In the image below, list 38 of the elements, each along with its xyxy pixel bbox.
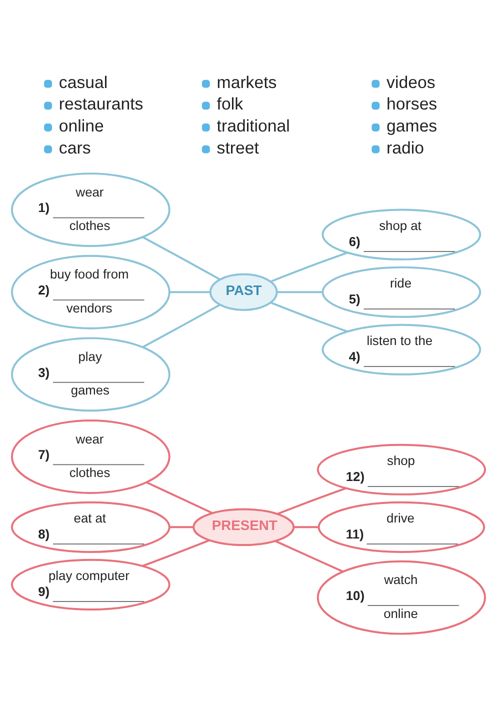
connector — [142, 304, 220, 348]
label: online — [58, 116, 104, 136]
node-ellipse: PRESENT — [192, 508, 295, 546]
connector — [294, 526, 318, 528]
node-ellipse: eat at 8) — [10, 501, 170, 553]
node-ellipse: play 3) games — [10, 337, 170, 412]
label: traditional — [216, 116, 290, 136]
node-ellipse: PAST — [209, 273, 278, 311]
label: cars — [58, 138, 91, 158]
label: horses — [386, 94, 438, 114]
connector — [142, 539, 210, 568]
node-ellipse: drive 11) — [318, 501, 486, 553]
node-ellipse: ride 5) — [322, 266, 482, 318]
connector — [277, 487, 347, 515]
node-ellipse: shop 12) — [316, 444, 486, 496]
label: markets — [216, 72, 277, 92]
node-ellipse: listen to the 4) — [322, 324, 482, 376]
label: radio — [386, 138, 424, 158]
connector — [276, 291, 323, 294]
label: games — [386, 116, 438, 136]
label: folk — [216, 94, 244, 114]
connector — [142, 236, 220, 280]
node-ellipse: buy food from 2) vendors — [10, 254, 170, 330]
connector — [169, 526, 194, 528]
connector — [169, 291, 211, 294]
node-ellipse: wear 1) clothes — [10, 172, 170, 248]
label: street — [216, 138, 259, 158]
connector — [146, 481, 213, 514]
connector — [270, 302, 348, 332]
connector — [274, 540, 344, 572]
label: casual — [58, 72, 108, 92]
node-ellipse: shop at 6) — [322, 208, 482, 260]
node-ellipse: wear 7) clothes — [10, 420, 170, 494]
label: restaurants — [58, 94, 144, 114]
label: videos — [386, 72, 436, 92]
node-ellipse: play computer 9) — [10, 558, 170, 610]
connector — [270, 252, 348, 283]
node-ellipse: watch 10) online — [316, 560, 486, 635]
